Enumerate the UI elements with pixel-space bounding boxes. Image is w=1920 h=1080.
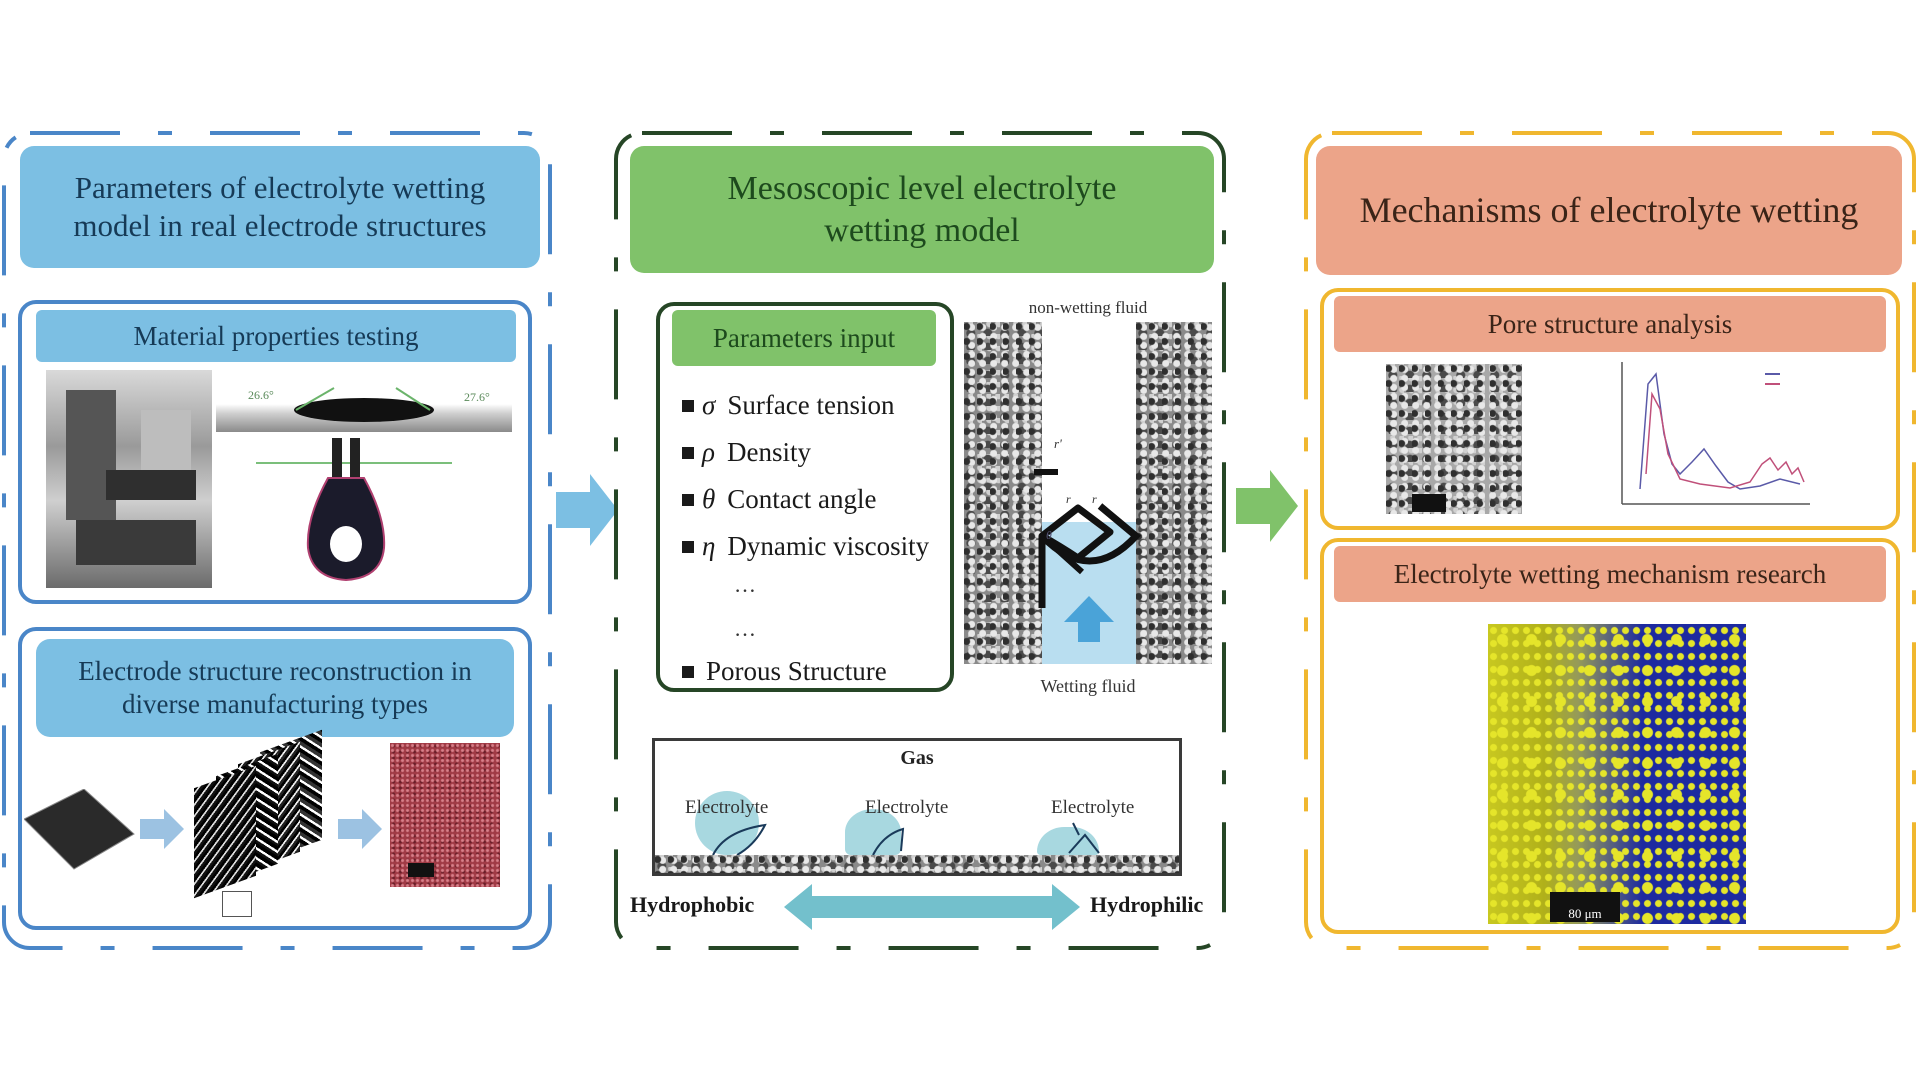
angle-right-label: 27.6° — [464, 390, 490, 404]
scale-bar: 80 μm — [1550, 892, 1620, 922]
meniscus-drawing — [1034, 469, 1142, 642]
reconstructed-volume-image — [390, 743, 500, 887]
param-dynamic-viscosity: η Dynamic viscosity — [682, 531, 929, 562]
pore-analysis-box: Pore structure analysis — [1320, 288, 1900, 530]
flow-arrow-middle-to-right-icon — [1236, 470, 1298, 542]
electrolyte-label-3: Electrolyte — [1051, 797, 1135, 818]
pendant-drop-image — [256, 438, 452, 582]
contact-angle-marks — [712, 822, 1100, 856]
material-testing-box: Material properties testing 26.6° 27.6° — [18, 300, 532, 604]
left-panel-title-text: Parameters of electrolyte wetting model … — [73, 169, 487, 243]
ct-slice-stack-image — [182, 729, 332, 921]
sessile-drop-image: 26.6° 27.6° — [216, 370, 512, 432]
instrument-photo — [46, 370, 212, 588]
r-prime-label: r' — [1054, 436, 1062, 451]
wettability-diagram: Gas Electrolyte Electrolyte Electrolyte — [652, 738, 1182, 876]
electrolyte-label-2: Electrolyte — [865, 797, 949, 818]
param-surface-tension: σ Surface tension — [682, 390, 895, 421]
bullet-square-icon — [682, 540, 694, 553]
pore-wall-right — [1136, 322, 1212, 664]
pore-wetting-diagram: non-wetting fluid r' r r θ Wetting fluid — [960, 296, 1216, 706]
gas-label: Gas — [900, 747, 934, 769]
r-label-1: r — [1066, 492, 1071, 506]
left-panel-title: Parameters of electrolyte wetting model … — [20, 146, 540, 268]
non-wetting-fluid-label: non-wetting fluid — [1028, 298, 1148, 317]
param-contact-angle: θ Contact angle — [682, 484, 876, 515]
hydrophilic-label: Hydrophilic — [1090, 892, 1204, 917]
reconstruction-heading: Electrode structure reconstruction in di… — [36, 639, 514, 737]
wettability-double-arrow-icon — [784, 884, 1080, 930]
parameters-input-heading: Parameters input — [672, 310, 936, 366]
r-label-2: r — [1092, 492, 1097, 506]
flow-arrow-left-to-middle-icon — [556, 474, 618, 546]
electrolyte-label-1: Electrolyte — [685, 797, 769, 818]
bullet-square-icon — [682, 665, 694, 678]
right-panel-title: Mechanisms of electrolyte wetting — [1316, 146, 1902, 275]
pore-curve-2 — [1645, 391, 1805, 489]
bullet-square-icon — [682, 399, 694, 412]
electrode-sheet-image — [24, 789, 135, 870]
theta-label: θ — [1046, 528, 1052, 542]
angle-left-label: 26.6° — [248, 388, 274, 402]
step-arrow-1-icon — [140, 809, 184, 849]
pore-size-distribution-chart — [1621, 362, 1810, 505]
porous-substrate — [655, 855, 1179, 873]
droplet-hydrophobic — [695, 791, 759, 855]
mechanism-research-box: Electrolyte wetting mechanism research 8… — [1320, 538, 1900, 934]
droplet-intermediate — [845, 809, 901, 855]
wetting-phase-volume-image: 80 μm — [1488, 624, 1746, 924]
pore-analysis-heading: Pore structure analysis — [1334, 296, 1886, 352]
param-ellipsis-1: … — [734, 572, 756, 597]
param-ellipsis-2: … — [734, 616, 756, 641]
hydrophobic-label: Hydrophobic — [630, 892, 755, 917]
material-testing-heading: Material properties testing — [36, 310, 516, 362]
bullet-square-icon — [682, 493, 694, 506]
parameters-input-box: Parameters input σ Surface tension ρ Den… — [656, 302, 954, 692]
wetting-fluid-label: Wetting fluid — [1040, 676, 1136, 696]
mechanism-research-heading: Electrolyte wetting mechanism research — [1334, 546, 1886, 602]
param-porous-structure: Porous Structure — [682, 656, 887, 687]
pore-wall-left — [964, 322, 1042, 664]
pore-curve-1 — [1639, 372, 1801, 490]
reconstruction-box: Electrode structure reconstruction in di… — [18, 627, 532, 930]
scale-bar — [1412, 494, 1446, 512]
middle-panel-title: Mesoscopic level electrolyte wetting mod… — [630, 146, 1214, 273]
bullet-square-icon — [682, 446, 694, 459]
param-density: ρ Density — [682, 437, 811, 468]
step-arrow-2-icon — [338, 809, 382, 849]
pore-volume-image — [1386, 364, 1522, 514]
